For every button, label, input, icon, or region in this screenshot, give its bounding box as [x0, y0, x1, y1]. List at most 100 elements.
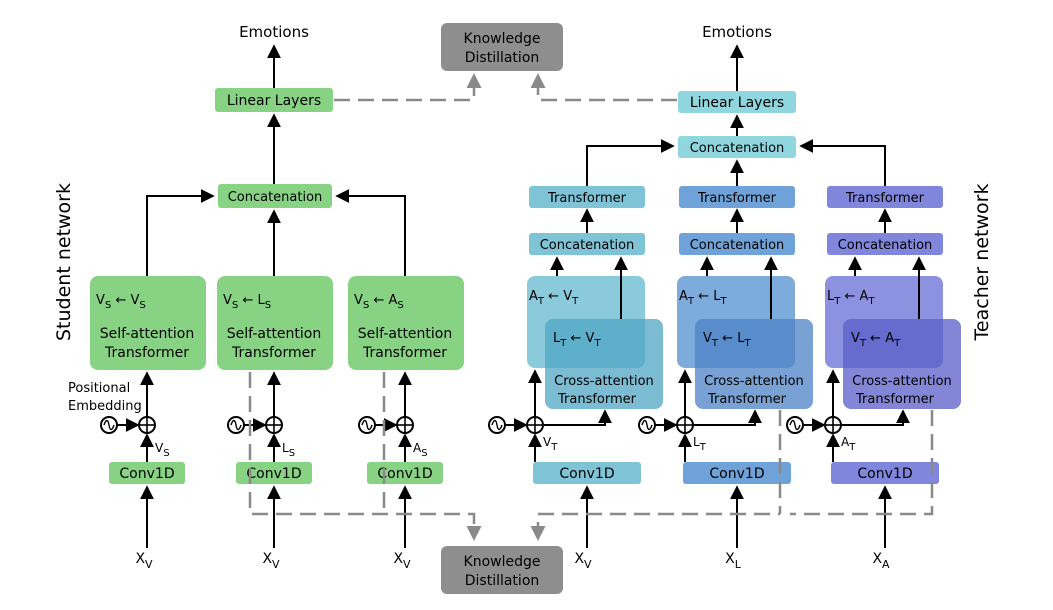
branch-concat-label: Concatenation [690, 238, 785, 253]
add-node-icon [824, 416, 842, 434]
cross-attention-line2: Transformer [707, 392, 787, 407]
positional-sine-icon [100, 416, 118, 434]
self-attention-block [90, 276, 206, 370]
transformer-box [529, 186, 645, 208]
transformer-box [827, 186, 943, 208]
bottom-kd-line2: Distillation [465, 573, 540, 589]
positional-sine-icon [488, 416, 506, 434]
cross-attention-line1: Cross-attention [554, 374, 654, 389]
feature-label: AT [841, 435, 856, 453]
conv1d-box [831, 462, 939, 484]
positional-sine-icon [786, 416, 804, 434]
modality-mapping-label: VS ← VS [96, 293, 146, 311]
student-linear-layers: Linear Layers [215, 88, 333, 112]
positional-line1: Positional [68, 381, 130, 396]
flow-line [693, 420, 756, 426]
bottom-knowledge-distillation-box: Knowledge Distillation [441, 546, 563, 594]
conv1d-box [533, 462, 641, 484]
cross-attention-block-b [545, 319, 663, 409]
self-attention-block [217, 276, 333, 370]
student-network-label: Student network [53, 183, 75, 341]
student-concatenation: Concatenation [218, 184, 332, 208]
modality-mapping-label: VS ← AS [354, 293, 404, 311]
self-attention-block [348, 276, 464, 370]
positional-sine-icon [227, 416, 245, 434]
student-emotions-label: Emotions [239, 23, 309, 41]
input-label: XV [262, 551, 280, 571]
conv1d-box [109, 462, 185, 484]
self-attention-line2: Transformer [104, 345, 189, 361]
cross-attention-block-b [695, 319, 813, 409]
conv1d-label: Conv1D [377, 466, 432, 482]
cross-pair-b-label: VT ← LT [703, 331, 751, 349]
self-attention-line2: Transformer [231, 345, 316, 361]
cross-attention-line2: Transformer [855, 392, 935, 407]
input-label: XV [393, 551, 411, 571]
self-attention-line1: Self-attention [358, 326, 452, 342]
conv1d-label: Conv1D [857, 466, 912, 482]
positional-sine-icon [358, 416, 376, 434]
bottom-kd-line1: Knowledge [464, 554, 541, 570]
flow-line [841, 420, 904, 426]
add-node-icon [526, 416, 544, 434]
student-linear-text: Linear Layers [227, 93, 321, 109]
cross-pair-b-label: VT ← AT [851, 331, 901, 349]
feature-label: VS [155, 441, 170, 459]
conv1d-box [683, 462, 791, 484]
transformer-label: Transformer [697, 191, 777, 206]
teacher-linear-text: Linear Layers [690, 95, 784, 111]
branch-concat-box [529, 233, 645, 255]
cross-attention-block-b [843, 319, 961, 409]
transformer-label: Transformer [845, 191, 925, 206]
cross-pair-a-label: AT ← VT [529, 289, 579, 307]
teacher-network-label: Teacher network [971, 184, 993, 342]
feature-label: AS [413, 441, 428, 459]
input-label: XV [135, 551, 153, 571]
top-kd-line1: Knowledge [464, 31, 541, 47]
cross-attention-line1: Cross-attention [852, 374, 952, 389]
add-node-icon [265, 416, 283, 434]
conv1d-box [236, 462, 312, 484]
add-node-icon [396, 416, 414, 434]
positional-line2: Embedding [68, 399, 142, 414]
input-label: XL [725, 551, 742, 571]
cross-attention-line1: Cross-attention [704, 374, 804, 389]
teacher-emotions-label: Emotions [702, 23, 772, 41]
modality-mapping-label: VS ← LS [223, 293, 271, 311]
cross-pair-b-label: LT ← VT [553, 331, 601, 349]
self-attention-line1: Self-attention [227, 326, 321, 342]
feature-label: VT [543, 435, 558, 453]
cross-attention-line2: Transformer [557, 392, 637, 407]
feature-label: LS [282, 441, 295, 459]
conv1d-label: Conv1D [246, 466, 301, 482]
add-node-icon [676, 416, 694, 434]
transformer-box [679, 186, 795, 208]
branch-concat-label: Concatenation [838, 238, 933, 253]
add-node-icon [138, 416, 156, 434]
top-knowledge-distillation-box: Knowledge Distillation [441, 23, 563, 71]
conv1d-label: Conv1D [119, 466, 174, 482]
cross-pair-a-label: LT ← AT [827, 289, 875, 307]
self-attention-line1: Self-attention [100, 326, 194, 342]
flow-line [543, 420, 606, 426]
teacher-top-concat-text: Concatenation [690, 141, 785, 156]
feature-label: LT [693, 435, 707, 453]
positional-sine-icon [638, 416, 656, 434]
teacher-top-concatenation: Concatenation [678, 136, 796, 158]
top-kd-line2: Distillation [465, 50, 540, 66]
input-label: XA [872, 551, 890, 571]
student-concat-text: Concatenation [228, 190, 323, 205]
transformer-label: Transformer [547, 191, 627, 206]
input-label: XV [574, 551, 592, 571]
branch-concat-box [827, 233, 943, 255]
self-attention-line2: Transformer [362, 345, 447, 361]
